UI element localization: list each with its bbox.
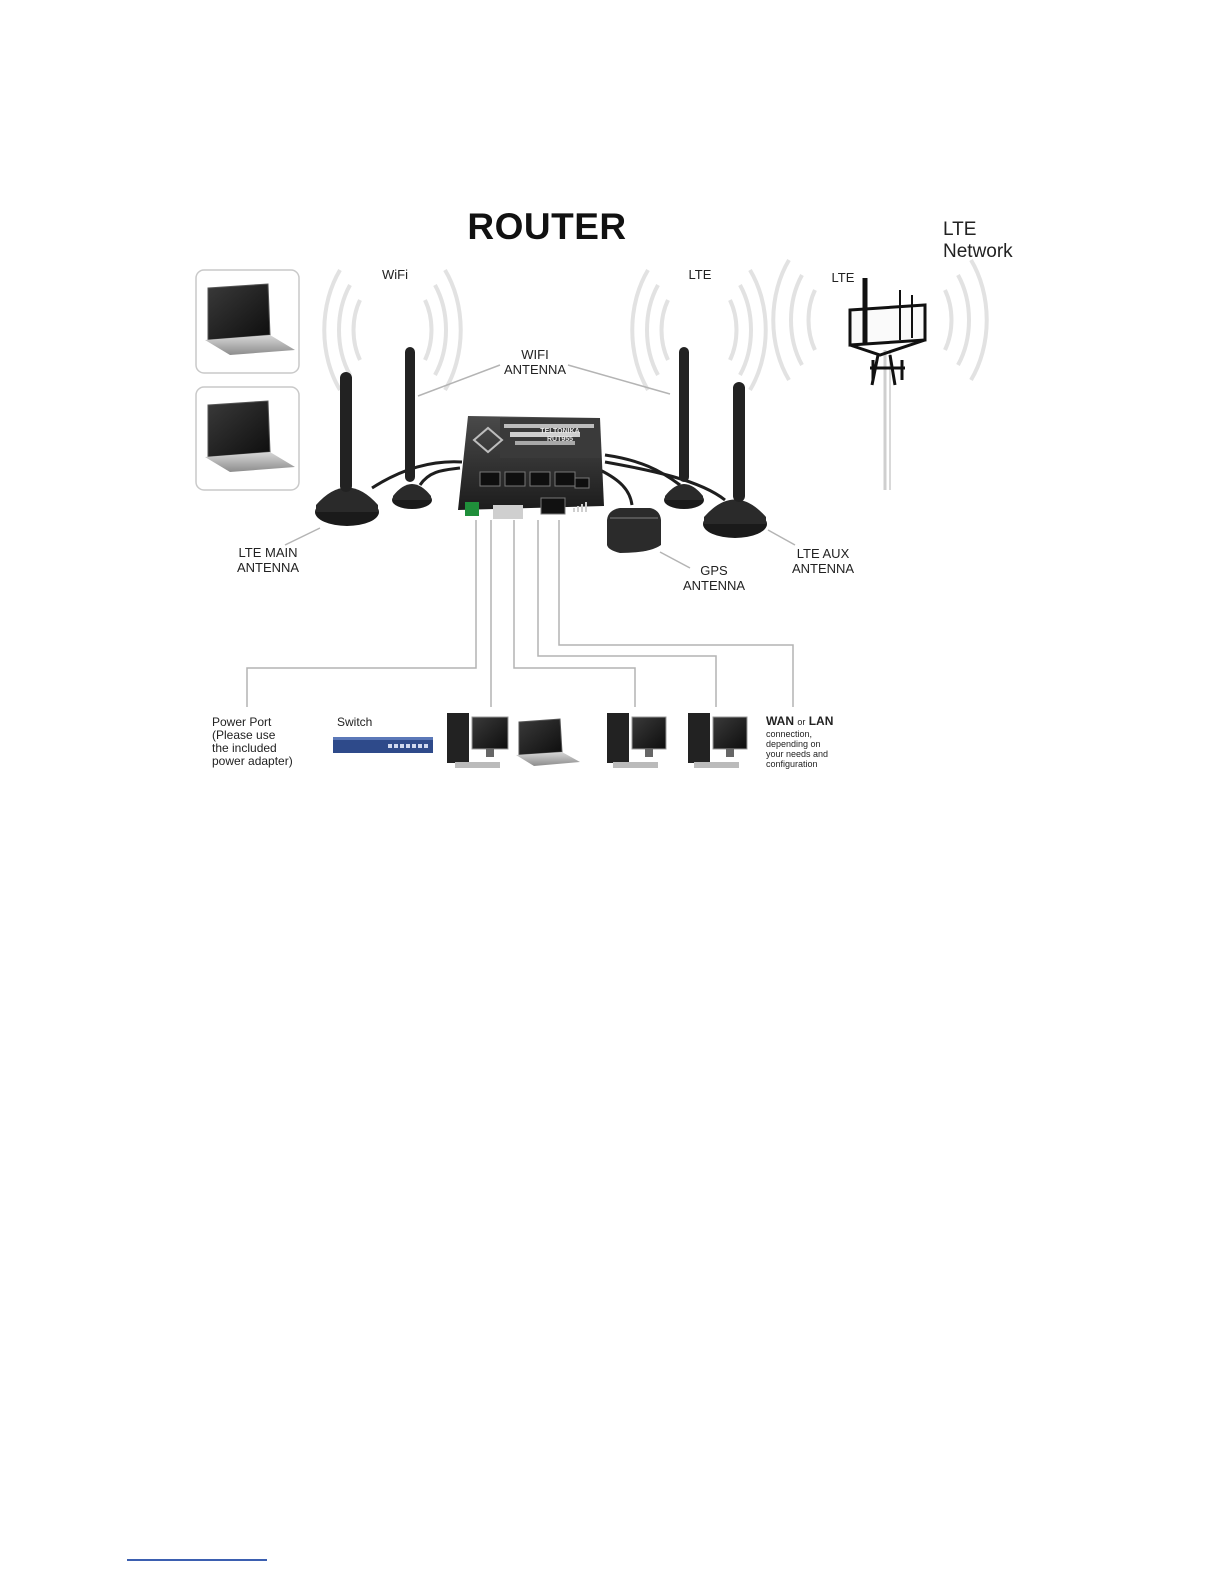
wan-line4: configuration (766, 759, 833, 769)
lte-signal-label: LTE (680, 267, 720, 282)
wan-line1: connection, (766, 729, 833, 739)
lte-tower-icon (850, 278, 925, 490)
network-switch-icon (333, 737, 433, 753)
laptop-icon (196, 270, 299, 373)
lte-aux-line2: ANTENNA (783, 561, 863, 576)
wan-lan-text: WAN or LAN connection, depending on your… (766, 715, 833, 769)
lte-main-line2: ANTENNA (228, 560, 308, 575)
lte-network-line1: LTE (943, 219, 1013, 241)
lte-signal-icon (632, 270, 765, 390)
wifi-antenna-label: WIFI ANTENNA (495, 347, 575, 377)
wifi-antenna-left-icon (392, 347, 432, 509)
lte-tower-signal-label: LTE (823, 270, 863, 285)
connection-lines (247, 520, 793, 707)
lte-aux-antenna-label: LTE AUX ANTENNA (783, 546, 863, 576)
lan-word: LAN (809, 714, 834, 728)
wifi-signal-label: WiFi (375, 267, 415, 282)
wifi-antenna-line2: ANTENNA (495, 362, 575, 377)
wan-word: WAN (766, 714, 794, 728)
desktop-computer-icon (447, 713, 508, 768)
wan-line3: your needs and (766, 749, 833, 759)
lte-aux-line1: LTE AUX (783, 546, 863, 561)
or-word: or (797, 717, 805, 727)
lte-network-line2: Network (943, 241, 1013, 263)
desktop-computer-icon (607, 713, 666, 768)
power-line4: power adapter) (212, 755, 293, 768)
gps-line2: ANTENNA (674, 578, 754, 593)
lte-main-line1: LTE MAIN (228, 545, 308, 560)
lte-main-antenna-icon (315, 372, 379, 526)
wifi-antenna-line1: WIFI (495, 347, 575, 362)
diagram-title: ROUTER (452, 219, 642, 234)
wan-lan-heading: WAN or LAN (766, 715, 833, 729)
lte-aux-antenna-icon (703, 382, 767, 538)
wifi-signal-icon (324, 270, 460, 390)
gps-line1: GPS (674, 563, 754, 578)
power-port-text: Power Port (Please use the included powe… (212, 716, 293, 768)
router-model: RUT955 (520, 436, 600, 444)
desktop-computer-icon (688, 713, 747, 768)
lte-main-antenna-label: LTE MAIN ANTENNA (228, 545, 308, 575)
gps-antenna-icon (607, 508, 661, 553)
laptop-icon (516, 719, 580, 766)
lte-network-label: LTE Network (943, 219, 1013, 263)
switch-label: Switch (337, 716, 372, 729)
laptop-icon (196, 387, 299, 490)
gps-antenna-label: GPS ANTENNA (674, 563, 754, 593)
footnote-rule (127, 1559, 267, 1561)
wan-line2: depending on (766, 739, 833, 749)
router-brand: TELTONIKA (520, 428, 600, 436)
